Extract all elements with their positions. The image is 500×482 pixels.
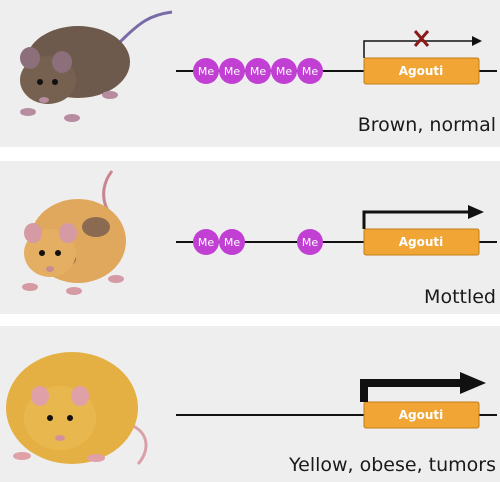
methyl-group-icon: Me	[193, 229, 219, 255]
methyl-label: Me	[224, 236, 240, 249]
agouti-gene: Agouti	[363, 228, 480, 256]
phenotype-caption: Yellow, obese, tumors	[289, 454, 496, 476]
panel-yellow-obese: Agouti Yellow, obese, tumors	[0, 326, 500, 482]
methyl-label: Me	[276, 65, 292, 78]
methyl-groups: Me Me Me	[193, 229, 323, 255]
methyl-label: Me	[250, 65, 266, 78]
agouti-gene: Agouti	[363, 401, 480, 429]
transcription-arrow-icon	[362, 205, 484, 229]
panel-graphic: Me Me Me Me Me Agouti	[20, 10, 497, 122]
panel-graphic: Agouti	[6, 352, 497, 466]
phenotype-caption: Brown, normal	[357, 114, 496, 136]
methyl-label: Me	[198, 236, 214, 249]
phenotype-caption: Mottled	[424, 286, 496, 308]
methyl-groups: Me Me Me Me Me	[193, 58, 323, 84]
methyl-label: Me	[302, 65, 318, 78]
methyl-label: Me	[302, 236, 318, 249]
methyl-group-icon: Me	[219, 229, 245, 255]
gene-label: Agouti	[399, 235, 444, 249]
methyl-group-icon: Me	[297, 229, 323, 255]
methyl-group-icon: Me	[297, 58, 323, 84]
panel-graphic: Me Me Me Agouti	[22, 170, 497, 295]
brown-mouse-icon	[20, 10, 173, 122]
methyl-group-icon: Me	[245, 58, 271, 84]
panel-brown-normal: Me Me Me Me Me Agouti Brown, normal	[0, 0, 500, 147]
yellow-mouse-icon	[6, 352, 148, 466]
mottled-mouse-icon	[22, 170, 126, 295]
panel-mottled: Me Me Me Agouti Mottled	[0, 161, 500, 314]
methyl-group-icon: Me	[193, 58, 219, 84]
transcription-arrow-icon	[363, 36, 482, 58]
transcription-arrow-icon	[360, 372, 486, 402]
methyl-group-icon: Me	[271, 58, 297, 84]
methyl-label: Me	[198, 65, 214, 78]
gene-label: Agouti	[399, 408, 444, 422]
gene-label: Agouti	[399, 64, 444, 78]
agouti-gene: Agouti	[363, 57, 480, 85]
methyl-label: Me	[224, 65, 240, 78]
repression-x-icon	[413, 30, 430, 47]
methyl-group-icon: Me	[219, 58, 245, 84]
